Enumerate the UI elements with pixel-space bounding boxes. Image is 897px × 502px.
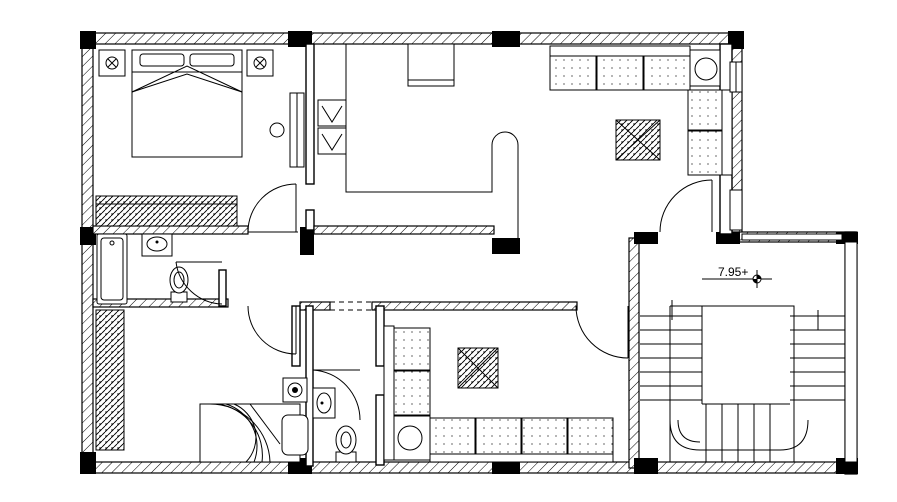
living-room-lower	[383, 325, 614, 463]
level-label: 7.95+	[718, 265, 748, 279]
sink-lower	[312, 387, 336, 419]
level-marker: 7.95+	[702, 265, 772, 288]
bathroom-lower	[312, 369, 361, 463]
kitchen	[289, 43, 743, 242]
corridor	[247, 301, 629, 359]
wardrobe	[95, 195, 238, 227]
sofa-right	[687, 89, 733, 176]
staircase	[640, 233, 858, 463]
bed	[131, 49, 243, 158]
table	[407, 43, 455, 87]
ceiling-light	[269, 122, 285, 138]
wardrobe-lower	[95, 309, 125, 451]
lower-left-room	[95, 309, 309, 463]
sofa-top	[549, 45, 721, 91]
bedroom	[95, 49, 298, 233]
bathroom-upper	[96, 233, 223, 305]
